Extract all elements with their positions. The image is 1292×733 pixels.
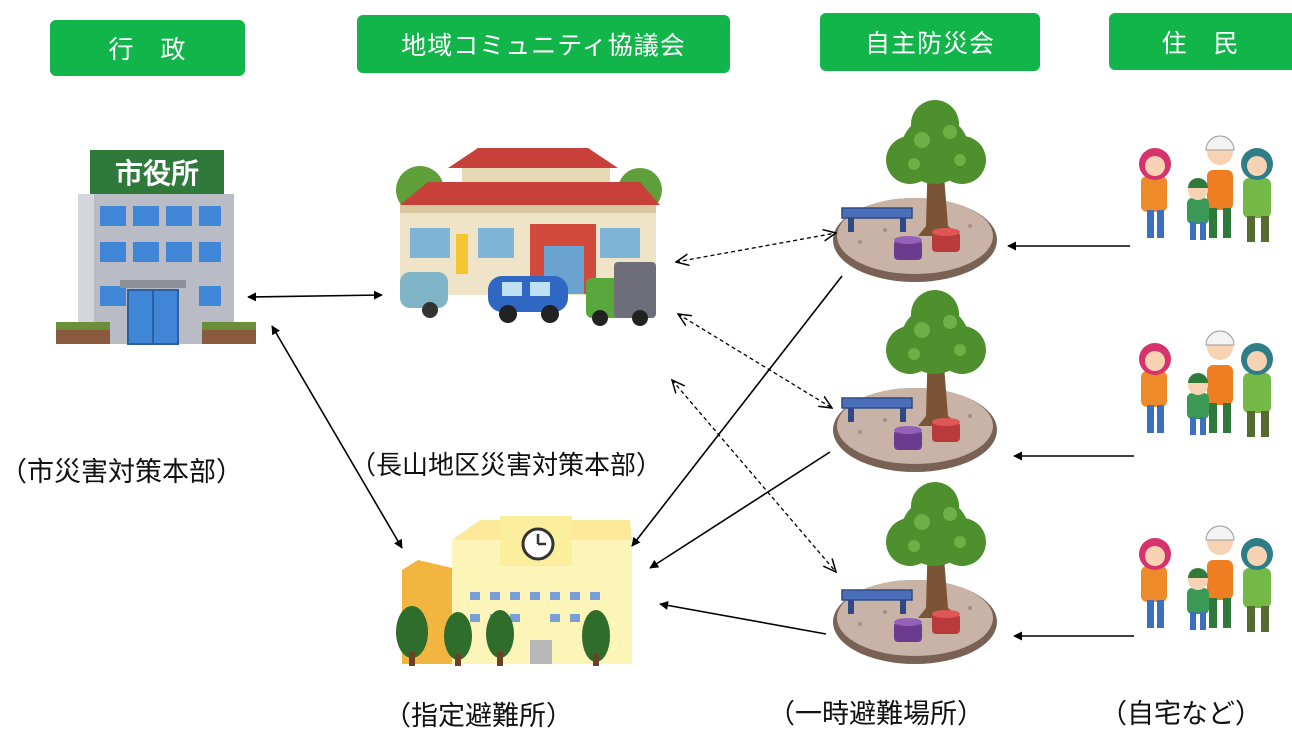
header-gyosei: 行 政: [50, 20, 245, 76]
arrow-park2-school: [649, 451, 831, 569]
header-kyogikai: 地域コミュニティ協議会: [357, 15, 730, 73]
park-icon-2: [832, 289, 998, 473]
residents-icon-2: [1138, 330, 1274, 438]
label-city-hq: （市災害対策本部）: [0, 457, 243, 488]
arrow-park1-school: [631, 275, 843, 547]
dashed-arrow-community-park2: [678, 314, 832, 408]
city-hall-sign: 市役所: [115, 157, 199, 190]
label-designated-shelter: （指定避難所）: [384, 701, 573, 732]
park-icon-1: [832, 99, 998, 283]
school-icon: [396, 516, 632, 666]
label-district-hq: （長山地区災害対策本部）: [350, 451, 663, 481]
park-icon-3: [832, 481, 998, 665]
label-home: （自宅など）: [1100, 699, 1262, 730]
arrow-park3-school: [659, 601, 827, 635]
dashed-arrow-community-park3: [672, 380, 836, 572]
arrow-cityhall-community: [247, 290, 383, 302]
dashed-arrow-community-park1: [676, 233, 836, 262]
header-bosaikai: 自主防災会: [820, 13, 1040, 71]
residents-icon-1: [1138, 135, 1274, 243]
label-temp-shelter: （一時避難場所）: [768, 699, 984, 730]
city-hall-icon: 市役所: [56, 150, 256, 345]
arrow-cityhall-school: [271, 325, 403, 549]
residents-icon-3: [1138, 525, 1274, 633]
community-center-icon: [396, 148, 662, 326]
header-jumin: 住 民: [1109, 13, 1292, 70]
